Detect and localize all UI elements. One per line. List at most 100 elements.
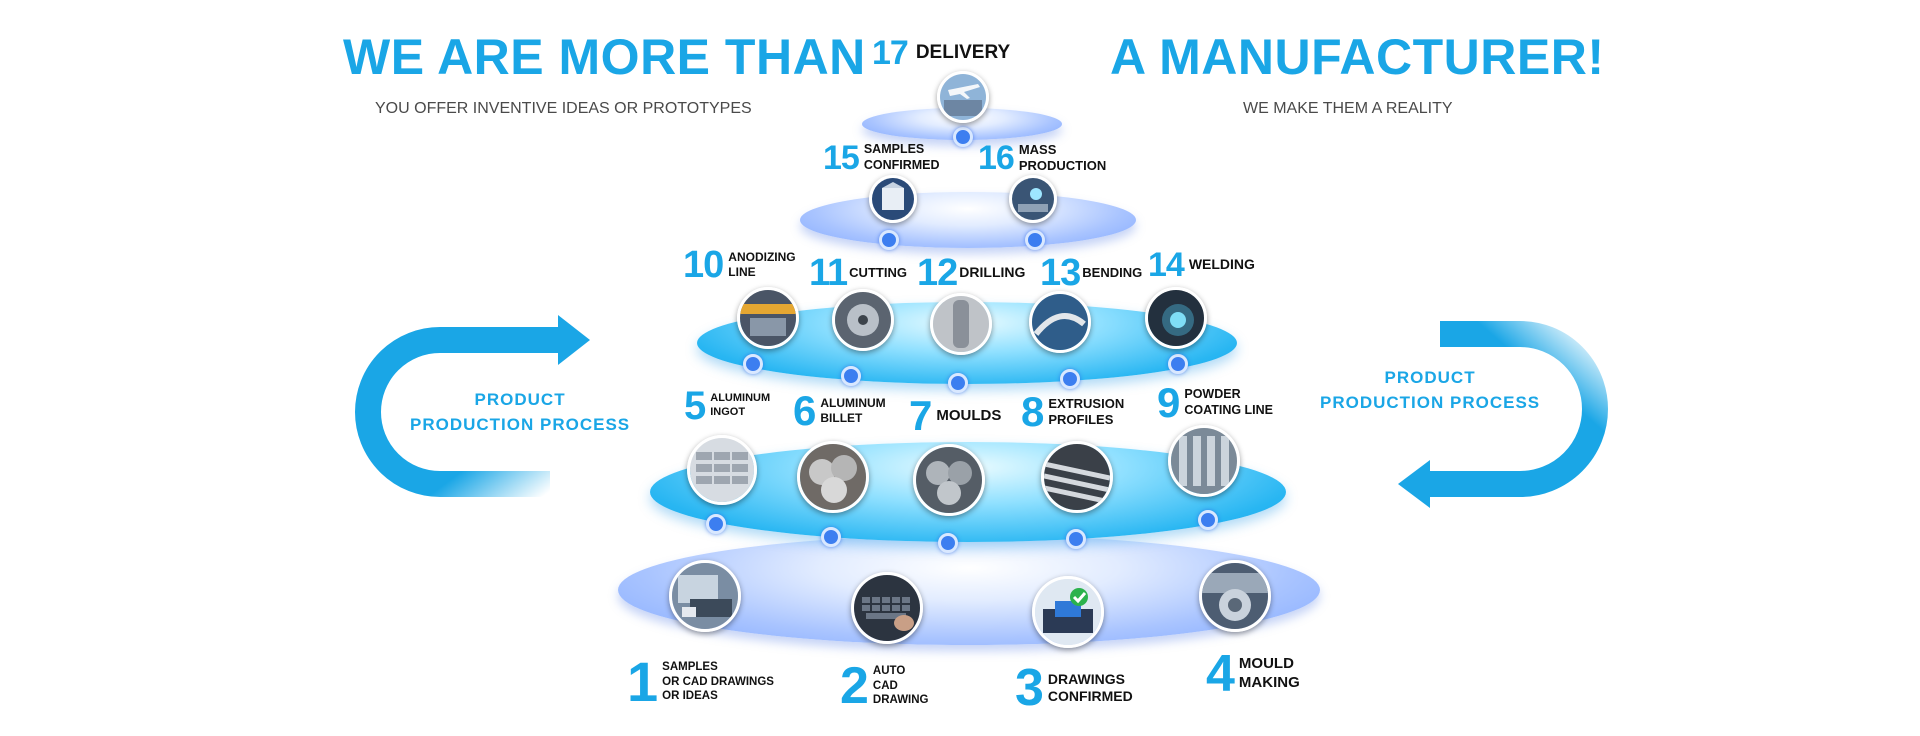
headline-right: A MANUFACTURER! [1110, 29, 1605, 85]
connector-node [953, 127, 973, 147]
step-10-label-line: LINE [728, 265, 756, 279]
step-3-label-line: CONFIRMED [1047, 688, 1133, 704]
aluminum-billet-photo-icon [797, 441, 869, 513]
step-2-label-line: CAD [872, 679, 898, 692]
step-7-label-line: MOULDS [936, 406, 1002, 424]
process-label-left-line1: PRODUCT [474, 390, 566, 409]
step-10-number: 10 [683, 244, 724, 286]
step-1-label-line: OR IDEAS [662, 690, 718, 703]
process-label-left-line2: PRODUCTION PROCESS [410, 415, 631, 434]
process-label-right-line1: PRODUCT [1384, 368, 1476, 387]
step-10: 10 ANODIZING LINE [683, 246, 796, 284]
step-17-number: 17 [872, 34, 909, 72]
step-8-label-line: EXTRUSION [1048, 395, 1125, 411]
connector-node [938, 533, 958, 553]
step-15-label-line: SAMPLES [863, 142, 925, 157]
step-2-number: 2 [840, 657, 869, 715]
headline-left: WE ARE MORE THAN [343, 29, 866, 85]
step-15-label: SAMPLES CONFIRMED [864, 142, 940, 173]
step-13-number: 13 [1040, 252, 1081, 294]
step-9: 9 POWDER COATING LINE [1157, 382, 1273, 424]
step-1-label-line: OR CAD DRAWINGS [662, 675, 774, 688]
step-15: 15 SAMPLES CONFIRMED [823, 141, 940, 175]
cycle-arrow-right-icon [1398, 321, 1608, 508]
step-13-label-line: BENDING [1082, 264, 1143, 280]
confirmed-check-photo-icon [1032, 576, 1104, 648]
step-9-label-line: COATING LINE [1184, 403, 1274, 417]
step-16-label: MASS PRODUCTION [1019, 142, 1106, 175]
step-4-label: MOULD MAKING [1239, 655, 1300, 693]
step-6-label-line: BILLET [820, 411, 863, 425]
step-16-number: 16 [978, 139, 1015, 177]
process-label-left: PRODUCT PRODUCTION PROCESS [410, 387, 630, 437]
step-15-label-line: CONFIRMED [863, 158, 940, 172]
connector-node [841, 366, 861, 386]
step-13-label: BENDING [1082, 265, 1142, 281]
step-3: 3 DRAWINGS CONFIRMED [1015, 662, 1133, 714]
step-14: 14 WELDING [1148, 248, 1255, 282]
step-17-label-line: DELIVERY [915, 42, 1011, 64]
step-5-label: ALUMINUM INGOT [710, 392, 770, 420]
step-12-label: DRILLING [959, 264, 1025, 282]
mould-making-photo-icon [1199, 560, 1271, 632]
connector-node [879, 230, 899, 250]
step-7-number: 7 [909, 392, 932, 439]
mass-production-photo-icon [1009, 175, 1057, 223]
airplane-delivery-photo-icon [937, 71, 989, 123]
step-14-label: WELDING [1189, 256, 1255, 274]
level-disc-4 [800, 192, 1136, 248]
welding-photo-icon [1145, 287, 1207, 349]
step-8: 8 EXTRUSION PROFILES [1021, 391, 1124, 433]
extrusion-profiles-photo-icon [1041, 441, 1113, 513]
step-2-label-line: DRAWING [872, 694, 929, 707]
step-6-label-line: ALUMINUM [820, 396, 886, 410]
process-label-right-line2: PRODUCTION PROCESS [1320, 393, 1541, 412]
step-2-label: AUTO CAD DRAWING [873, 664, 929, 707]
step-11: 11 CUTTING [809, 254, 907, 292]
step-2-label-line: AUTO [872, 665, 906, 678]
cycle-arrow-left-icon [355, 315, 590, 497]
step-16-label-line: PRODUCTION [1018, 158, 1107, 173]
step-4-label-line: MOULD [1238, 655, 1294, 673]
step-5-label-line: INGOT [710, 406, 746, 418]
step-6-label: ALUMINUM BILLET [820, 396, 885, 426]
subtitle-left: YOU OFFER INVENTIVE IDEAS OR PROTOTYPES [375, 100, 752, 117]
step-6: 6 ALUMINUM BILLET [793, 390, 886, 432]
step-16: 16 MASS PRODUCTION [978, 141, 1106, 175]
step-9-label: POWDER COATING LINE [1184, 387, 1273, 418]
drilling-photo-icon [930, 293, 992, 355]
step-7-label: MOULDS [936, 407, 1001, 426]
connector-node [1066, 529, 1086, 549]
cutting-photo-icon [832, 289, 894, 351]
connector-node [948, 373, 968, 393]
step-6-number: 6 [793, 387, 816, 434]
connector-node [1060, 369, 1080, 389]
subtitle-right: WE MAKE THEM A REALITY [1243, 100, 1453, 117]
step-14-number: 14 [1148, 246, 1185, 284]
step-5: 5 ALUMINUM INGOT [684, 386, 770, 426]
step-11-number: 11 [809, 252, 848, 294]
step-17: 17 DELIVERY [872, 36, 1010, 70]
step-4: 4 MOULD MAKING [1206, 648, 1300, 700]
bending-photo-icon [1029, 291, 1091, 353]
connector-node [1198, 510, 1218, 530]
step-15-number: 15 [823, 139, 860, 177]
step-17-label: DELIVERY [916, 41, 1010, 65]
step-11-label-line: CUTTING [849, 264, 907, 280]
samples-box-photo-icon [869, 175, 917, 223]
aluminum-ingot-photo-icon [687, 435, 757, 505]
step-1-label-line: SAMPLES [662, 661, 718, 674]
step-9-number: 9 [1157, 379, 1180, 426]
cad-samples-photo-icon [669, 560, 741, 632]
step-8-label-line: PROFILES [1048, 412, 1114, 427]
step-5-number: 5 [684, 384, 706, 428]
step-1-number: 1 [627, 650, 658, 713]
connector-node [743, 354, 763, 374]
connector-node [706, 514, 726, 534]
step-8-label: EXTRUSION PROFILES [1048, 396, 1124, 429]
step-4-number: 4 [1206, 645, 1235, 703]
step-2: 2 AUTO CAD DRAWING [840, 660, 929, 712]
step-3-label: DRAWINGS CONFIRMED [1048, 671, 1133, 706]
keyboard-photo-icon [851, 572, 923, 644]
step-10-label-line: ANODIZING [728, 250, 796, 264]
